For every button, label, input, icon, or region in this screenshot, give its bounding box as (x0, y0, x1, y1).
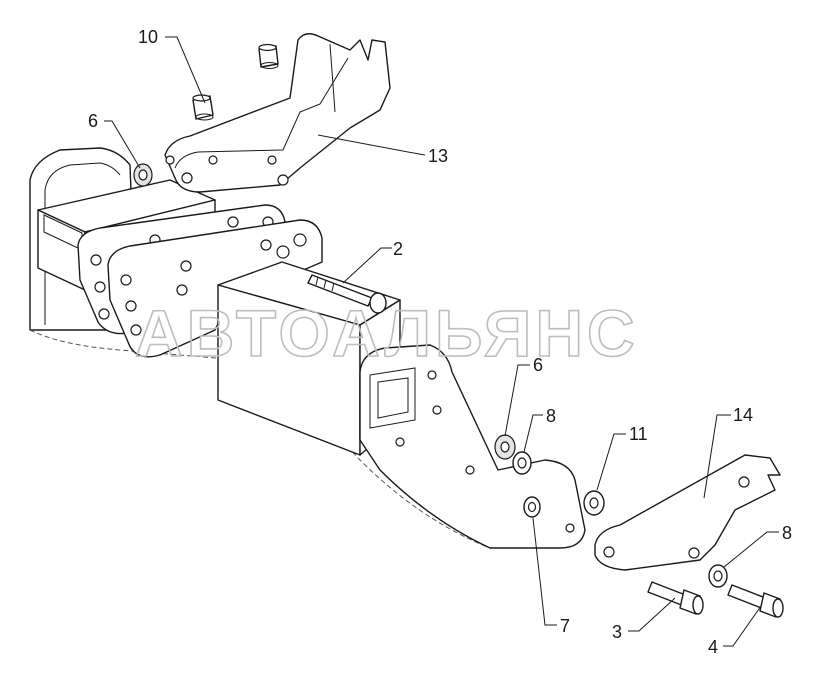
washer-part-8-lower (708, 564, 728, 588)
right-bracket-plate (359, 344, 586, 549)
watermark-text: АВТОАЛЬЯНС (135, 296, 639, 370)
label-13: 13 (428, 146, 448, 166)
label-8a: 8 (546, 406, 556, 426)
label-14: 14 (733, 405, 753, 425)
callout-labels: 10 6 13 2 6 8 11 14 8 7 3 4 (88, 27, 792, 657)
label-3: 3 (612, 622, 622, 642)
bolt-part-4 (727, 584, 784, 618)
bushing-part-11 (583, 490, 605, 516)
leader-11 (596, 433, 626, 491)
label-8b: 8 (782, 523, 792, 543)
leader-10 (165, 36, 206, 104)
bolt-part-3 (647, 581, 704, 615)
leader-8b (723, 531, 779, 568)
leader-7 (532, 517, 557, 626)
upper-bracket-part-13 (164, 33, 391, 193)
leader-14 (703, 414, 731, 499)
label-6b: 6 (533, 355, 543, 375)
label-4: 4 (708, 637, 718, 657)
leader-6a (104, 120, 141, 169)
leader-8a (523, 414, 543, 453)
nut-part-6-right (494, 434, 516, 460)
leader-3 (628, 597, 676, 632)
label-11: 11 (629, 424, 648, 444)
washer-part-7 (523, 496, 541, 518)
left-mounting-plate-front (107, 219, 323, 358)
leader-2 (342, 247, 392, 284)
label-2: 2 (393, 239, 403, 259)
label-6a: 6 (88, 111, 98, 131)
leader-lines (104, 36, 779, 647)
washer-part-8-upper (512, 451, 532, 475)
label-10: 10 (138, 27, 158, 47)
bushing-part-10-upper (258, 43, 279, 69)
leader-6b (504, 364, 530, 437)
long-bolt-part-2 (307, 274, 387, 314)
leader-13 (317, 134, 426, 156)
nut-part-6-left (133, 163, 153, 187)
leader-4 (723, 605, 762, 647)
lower-plate-part-14 (594, 454, 781, 571)
label-7: 7 (560, 616, 570, 636)
